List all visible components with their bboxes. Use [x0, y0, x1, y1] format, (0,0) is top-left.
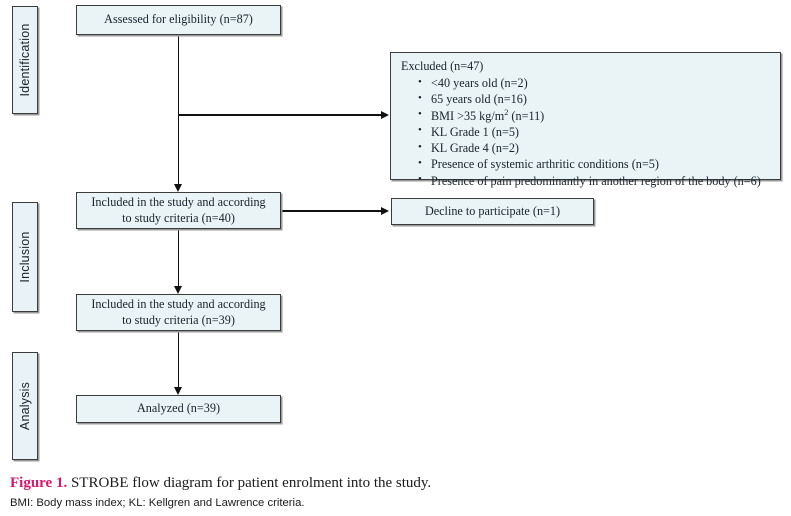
- list-item: Presence of systemic arthritic condition…: [418, 156, 772, 172]
- list-item: Presence of pain predominantly in anothe…: [418, 172, 772, 189]
- list-item: KL Grade 4 (n=2): [418, 140, 772, 156]
- figure-caption: Figure 1. STROBE flow diagram for patien…: [10, 474, 780, 493]
- arrowhead-assessed-to-included-icon: [173, 184, 182, 192]
- phase-bar-inclusion: Inclusion: [12, 202, 38, 312]
- box-decline-to-participate: Decline to participate (n=1): [391, 198, 594, 225]
- excluded-reason-text: BMI >35 kg/m2 (n=11): [431, 107, 545, 123]
- excluded-reason-text: Presence of systemic arthritic condition…: [431, 157, 659, 172]
- excluded-reason-text: KL Grade 4 (n=2): [431, 141, 519, 156]
- box-decline-text: Decline to participate (n=1): [424, 203, 561, 218]
- connector-branch-to-excluded: [177, 114, 383, 116]
- arrowhead-included40-to-included39-icon: [173, 286, 182, 294]
- box-analyzed-text: Analyzed (n=39): [136, 401, 220, 416]
- connector-included39-to-analyzed: [177, 331, 180, 387]
- phase-label-inclusion: Inclusion: [18, 231, 32, 283]
- excluded-reason-text: 65 years old (n=16): [431, 92, 527, 107]
- list-item: BMI >35 kg/m2 (n=11): [418, 107, 772, 124]
- connector-included40-to-included39: [177, 229, 180, 286]
- box-included-40-line1: Included in the study and according: [91, 194, 266, 209]
- list-item: KL Grade 1 (n=5): [418, 123, 772, 140]
- box-included-40-line2: to study criteria (n=40): [122, 210, 235, 225]
- connector-branch-to-decline: [281, 210, 382, 212]
- phase-label-identification: Identification: [18, 23, 32, 97]
- excluded-reason-text: <40 years old (n=2): [431, 76, 528, 91]
- arrowhead-included39-to-analyzed-icon: [173, 387, 182, 395]
- list-item: <40 years old (n=2): [418, 75, 772, 91]
- excluded-title: Excluded (n=47): [401, 59, 484, 73]
- box-analyzed: Analyzed (n=39): [76, 395, 281, 423]
- box-included-39-line2: to study criteria (n=39): [122, 312, 235, 327]
- figure-caption-block: Figure 1. STROBE flow diagram for patien…: [10, 474, 780, 510]
- excluded-reason-text: KL Grade 1 (n=5): [431, 124, 519, 139]
- box-assessed-text: Assessed for eligibility (n=87): [104, 12, 253, 27]
- arrowhead-to-decline-icon: [381, 206, 389, 215]
- arrowhead-to-excluded-icon: [381, 110, 389, 119]
- excluded-reason-text: Presence of pain predominantly in anothe…: [431, 173, 761, 188]
- excluded-reason-list: <40 years old (n=2) 65 years old (n=16) …: [401, 75, 772, 189]
- list-item: 65 years old (n=16): [418, 91, 772, 107]
- figure-caption-title: STROBE flow diagram for patient enrolmen…: [67, 475, 432, 491]
- phase-bar-identification: Identification: [12, 6, 38, 114]
- figure-number-label: Figure 1.: [10, 475, 68, 491]
- box-excluded: Excluded (n=47) <40 years old (n=2) 65 y…: [390, 52, 781, 188]
- box-included-39-line1: Included in the study and according: [91, 296, 266, 311]
- phase-bar-analysis: Analysis: [12, 352, 38, 460]
- connector-assessed-stem: [177, 35, 180, 184]
- phase-label-analysis: Analysis: [18, 381, 32, 431]
- figure-abbreviations: BMI: Body mass index; KL: Kellgren and L…: [10, 496, 305, 509]
- box-assessed-for-eligibility: Assessed for eligibility (n=87): [76, 5, 281, 35]
